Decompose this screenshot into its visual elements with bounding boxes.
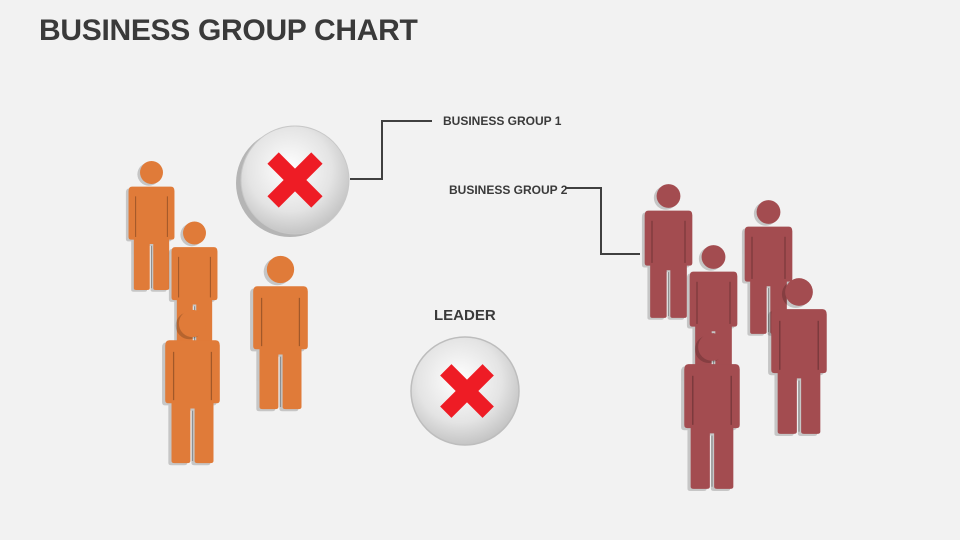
person-icon xyxy=(125,160,176,293)
business-group-1-label: BUSINESS GROUP 1 xyxy=(443,114,562,128)
leader-marker-icon xyxy=(410,336,520,446)
connector-group2 xyxy=(565,187,640,255)
person-icon xyxy=(249,255,309,412)
slide-title: BUSINESS GROUP CHART xyxy=(39,14,418,47)
person-icon xyxy=(641,183,693,321)
business-group-2-label: BUSINESS GROUP 2 xyxy=(449,183,568,197)
group1-marker-icon xyxy=(236,125,350,237)
group2-people xyxy=(641,183,828,492)
leader-label: LEADER xyxy=(434,307,496,324)
connector-group1 xyxy=(350,120,432,180)
